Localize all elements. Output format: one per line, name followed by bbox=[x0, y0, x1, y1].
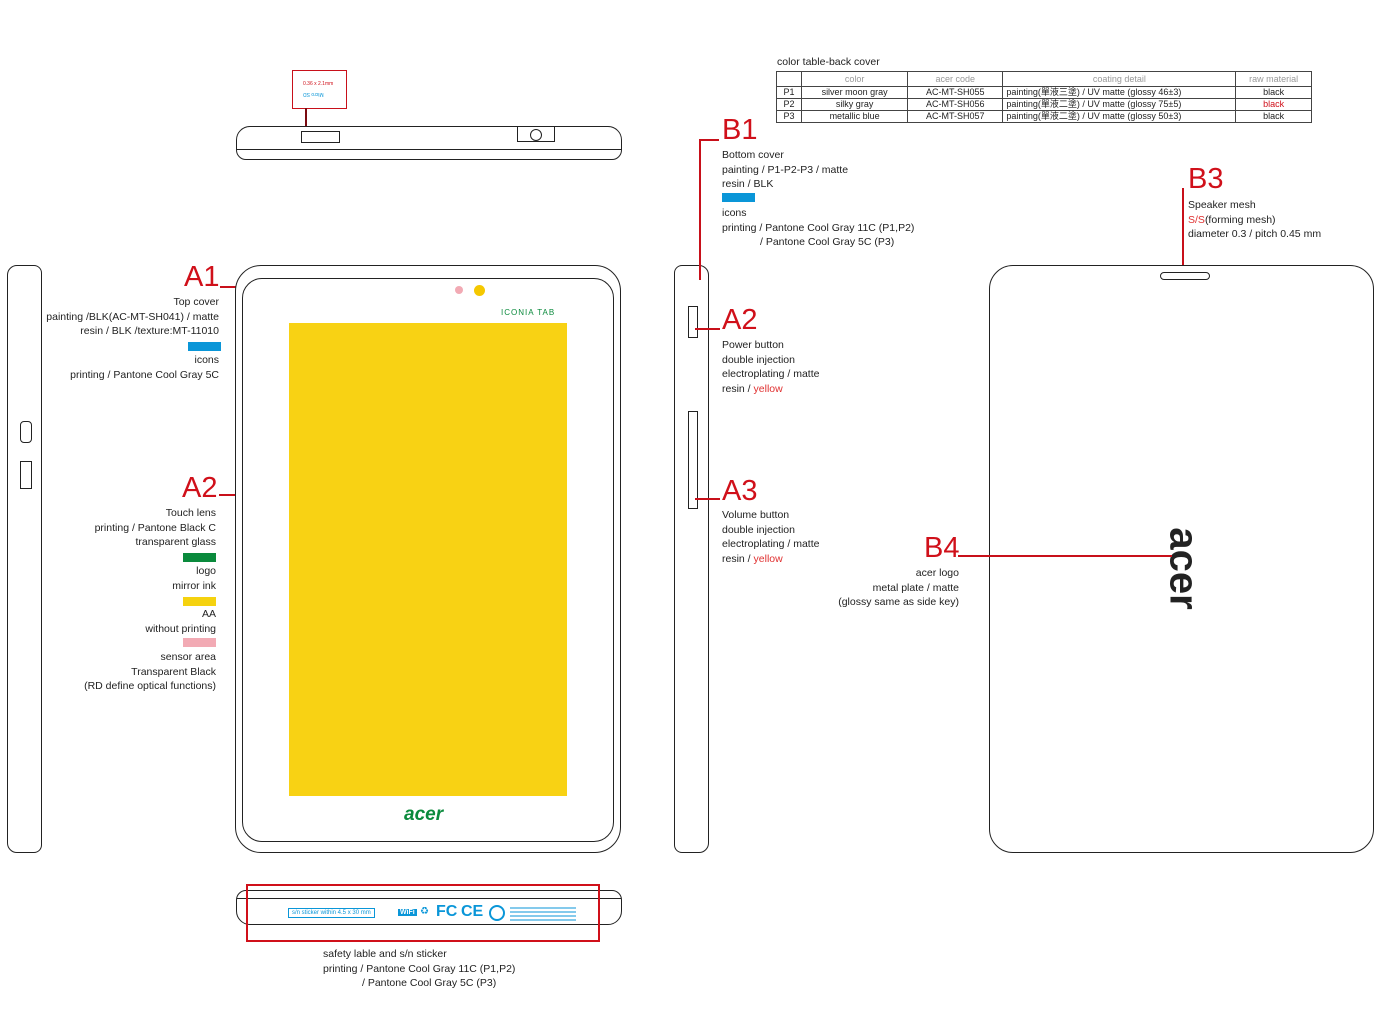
sensor-swatch bbox=[183, 638, 216, 647]
callout-a2-power: A2 bbox=[722, 304, 758, 336]
sensor-dot bbox=[455, 286, 463, 294]
color-swatch bbox=[188, 342, 221, 351]
right-side-view bbox=[674, 265, 709, 853]
leader-line bbox=[695, 498, 720, 500]
active-area bbox=[289, 323, 567, 796]
leader-line bbox=[699, 139, 719, 141]
weee-bin-icon: ♻ bbox=[420, 906, 429, 917]
header: acer code bbox=[907, 71, 1004, 87]
speaker-mesh bbox=[1160, 272, 1210, 280]
header bbox=[776, 71, 802, 87]
leader-line bbox=[958, 555, 1172, 557]
color-table-title: color table-back cover bbox=[777, 56, 880, 68]
ce-icon: CE bbox=[461, 903, 484, 920]
model-info-text bbox=[510, 907, 576, 921]
callout-a1: A1 bbox=[184, 261, 220, 293]
acer-logo: acer bbox=[404, 804, 444, 825]
microsd-label: Micro SD bbox=[303, 91, 324, 97]
leader-line bbox=[220, 286, 240, 288]
color-swatch bbox=[722, 193, 755, 202]
fcc-icon: FC bbox=[436, 903, 458, 920]
alert-icon bbox=[489, 905, 505, 921]
header: raw material bbox=[1235, 71, 1312, 87]
wifi-icon: WiFi bbox=[398, 909, 417, 916]
volume-button bbox=[688, 411, 698, 509]
logo-swatch bbox=[183, 553, 216, 562]
callout-a3: A3 bbox=[722, 475, 758, 507]
left-side-view bbox=[7, 265, 42, 853]
headphone-jack bbox=[517, 127, 555, 142]
usb-port bbox=[20, 461, 32, 489]
callout-b3: B3 bbox=[1188, 163, 1224, 195]
top-edge-view bbox=[236, 126, 622, 160]
back-view: acer bbox=[989, 265, 1374, 853]
leader-line bbox=[1182, 188, 1184, 275]
callout-b1: B1 bbox=[722, 114, 758, 146]
acer-back-logo: acer bbox=[1161, 527, 1206, 610]
leader-line bbox=[695, 328, 720, 330]
sticker-size: 0.36 x 2.1mm bbox=[303, 81, 334, 87]
hdmi-port bbox=[20, 421, 32, 443]
front-bezel bbox=[242, 278, 614, 842]
safety-label-callout: s/n sticker within 4.5 x 30 mm WiFi ♻ FC… bbox=[246, 884, 600, 942]
sn-sticker: s/n sticker within 4.5 x 30 mm bbox=[288, 908, 375, 918]
iconia-tab-logo: ICONIA TAB bbox=[501, 308, 556, 317]
camera-dot bbox=[474, 285, 485, 296]
microsd-slot bbox=[301, 131, 340, 143]
front-view: ICONIA TAB acer bbox=[235, 265, 621, 853]
header: coating detail bbox=[1002, 71, 1237, 87]
leader-line bbox=[699, 139, 701, 280]
aa-swatch bbox=[183, 597, 216, 606]
callout-a2: A2 bbox=[182, 472, 218, 504]
header: color bbox=[800, 71, 909, 87]
callout-line bbox=[305, 108, 307, 138]
callout-b4: B4 bbox=[924, 532, 960, 564]
power-button bbox=[688, 306, 698, 338]
microsd-callout: 0.36 x 2.1mm Micro SD bbox=[292, 70, 347, 109]
